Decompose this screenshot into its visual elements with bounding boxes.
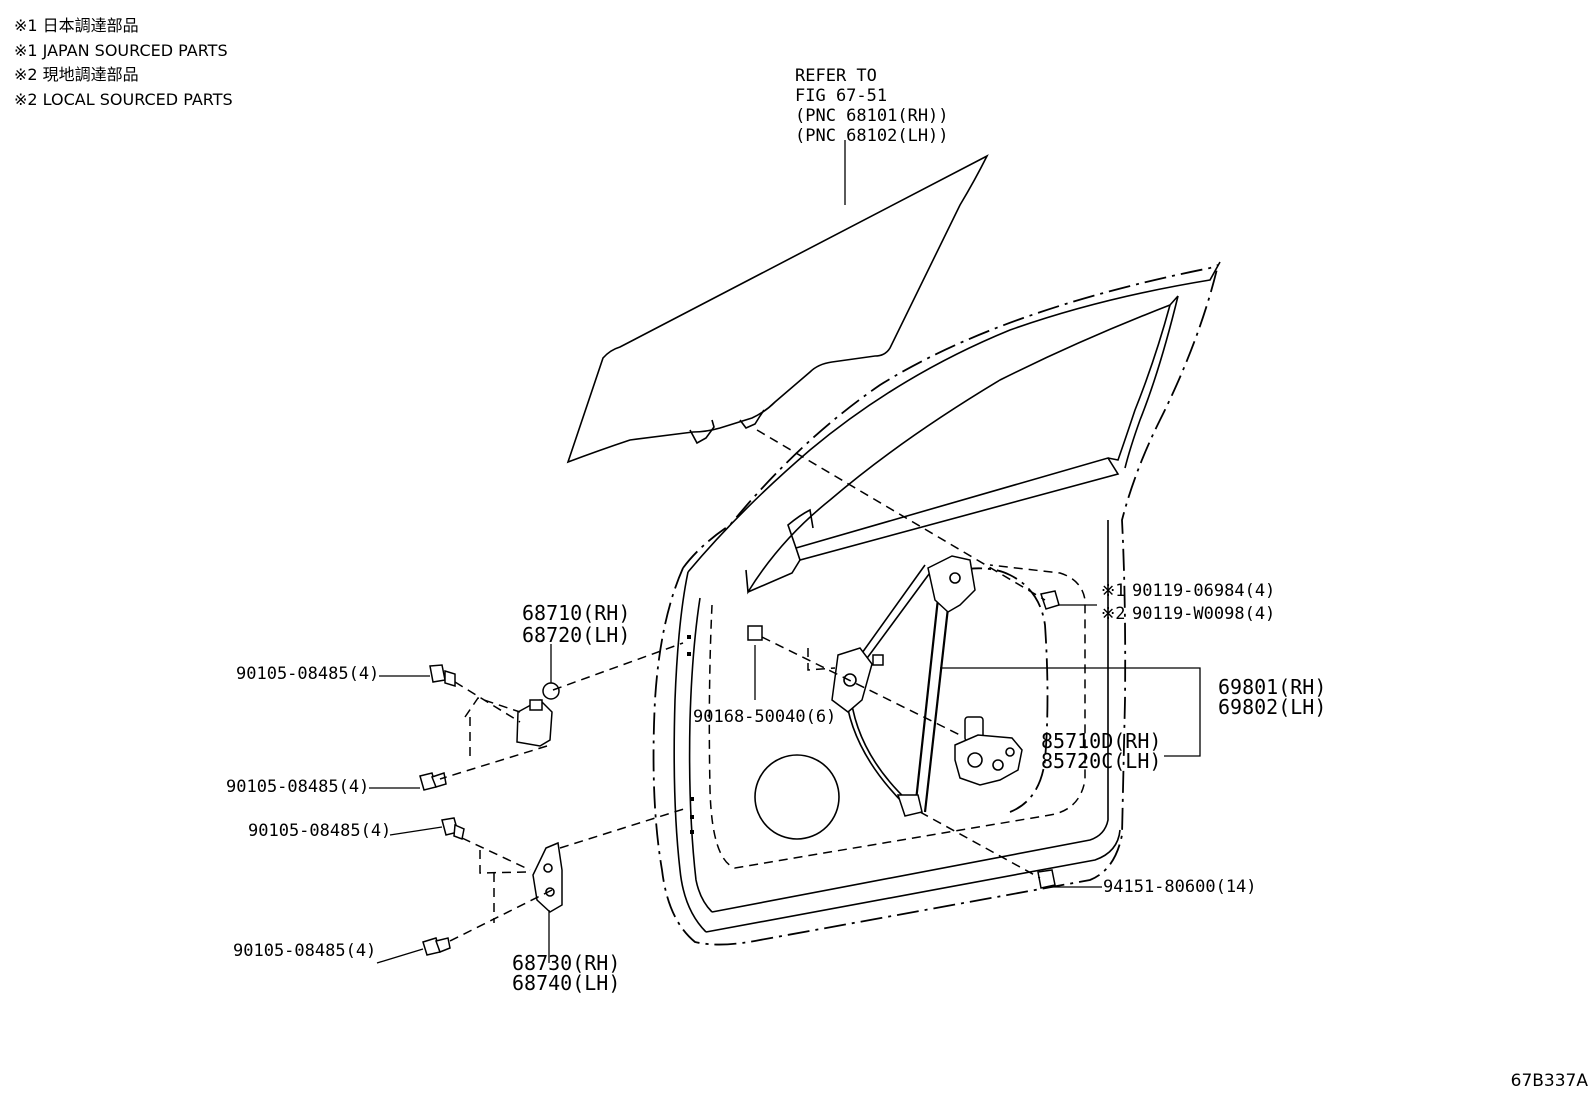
label-69802: 69802(LH) <box>1218 695 1326 719</box>
label-68720: 68720(LH) <box>522 623 630 647</box>
label-85710d: 85710D(RH) <box>1041 729 1161 753</box>
label-90168: 90168-50040(6) <box>693 707 836 727</box>
window-regulator <box>831 555 976 817</box>
label-bolt-1: 90105-08485(4) <box>236 664 379 684</box>
label-68710: 68710(RH) <box>522 601 630 625</box>
refer-line-2: FIG 67-51 <box>795 86 887 106</box>
upper-hinge <box>516 682 560 747</box>
door-glass <box>566 154 989 464</box>
label-68730: 68730(RH) <box>512 951 620 975</box>
label-68740: 68740(LH) <box>512 971 620 995</box>
refer-line-3: (PNC 68101(RH)) <box>795 106 949 126</box>
label-bolt-4: 90105-08485(4) <box>233 941 376 961</box>
label-69801: 69801(RH) <box>1218 675 1326 699</box>
refer-block: REFER TO FIG 67-51 (PNC 68101(RH)) (PNC … <box>795 66 949 146</box>
legend-line-3: ※2 現地調達部品 <box>14 65 139 84</box>
legend-line-1: ※1 日本調達部品 <box>14 16 139 35</box>
legend-line-4: ※2 LOCAL SOURCED PARTS <box>14 89 233 109</box>
legend-line-2: ※1 JAPAN SOURCED PARTS <box>14 40 228 60</box>
regulator-motor <box>954 716 1023 786</box>
label-94151: 94151-80600(14) <box>1103 877 1257 897</box>
figure-code: 67B337A <box>1510 1071 1588 1091</box>
label-85720c: 85720C(LH) <box>1041 749 1161 773</box>
label-mark-2: ※2 <box>1101 604 1125 624</box>
refer-line-1: REFER TO <box>795 66 877 86</box>
label-90119-06984: 90119-06984(4) <box>1132 581 1275 601</box>
label-mark-1: ※1 <box>1101 581 1125 601</box>
label-90119-w0098: 90119-W0098(4) <box>1132 604 1275 624</box>
refer-line-4: (PNC 68102(LH)) <box>795 126 949 146</box>
leader-lines <box>369 140 1201 964</box>
lower-hinge <box>532 841 563 913</box>
door-outline <box>652 261 1221 946</box>
label-bolt-3: 90105-08485(4) <box>248 821 391 841</box>
fasteners <box>419 590 1060 956</box>
label-bolt-2: 90105-08485(4) <box>226 777 369 797</box>
dashed-leaders <box>439 429 1046 943</box>
legend: ※1 日本調達部品 ※1 JAPAN SOURCED PARTS ※2 現地調達… <box>14 14 233 112</box>
